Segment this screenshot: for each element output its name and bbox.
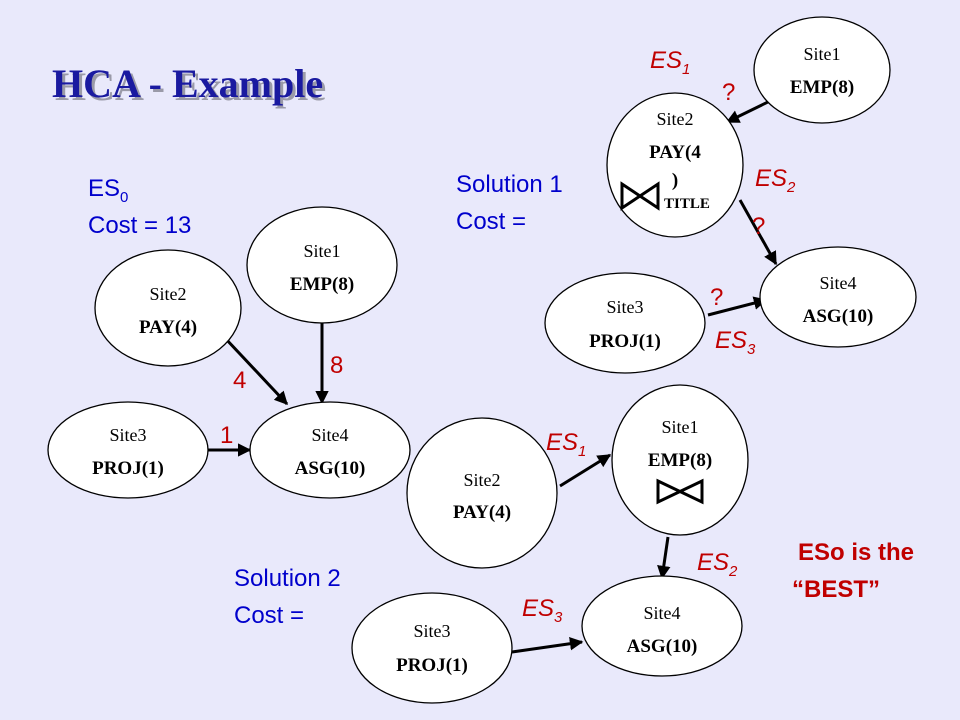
es0-node-site1: Site1 EMP(8): [246, 206, 398, 324]
node-relation-label: ASG(10): [803, 306, 874, 327]
node-site-label: Site2: [463, 470, 500, 490]
node-relation-label-cont: ): [672, 170, 678, 191]
sol1-edge-proj-to-asg: [707, 296, 768, 317]
page-title: HCA - Example: [52, 61, 323, 106]
solution1-label: Solution 1: [456, 171, 563, 198]
node-site-label: Site4: [819, 273, 856, 293]
node-site-label: Site3: [109, 425, 146, 445]
node-relation-label: PROJ(1): [396, 655, 468, 676]
node-site-label: Site1: [303, 241, 340, 261]
edge-pay-to-asg: [223, 336, 289, 406]
best-line2: “BEST”: [792, 576, 880, 603]
sol1-node-site4: Site4 ASG(10): [759, 246, 917, 348]
node-relation-label: ASG(10): [295, 458, 366, 479]
sol2-edge-pay-to-emp: [559, 453, 612, 488]
node-site-label: Site4: [643, 603, 680, 623]
node-site-label: Site1: [803, 44, 840, 64]
node-relation-label: EMP(8): [790, 77, 854, 98]
node-site-label: Site1: [661, 417, 698, 437]
edge-cost-pay: 4: [233, 367, 246, 394]
node-site-label: Site2: [656, 109, 693, 129]
node-relation-label: PROJ(1): [589, 331, 661, 352]
sol1-question-emp: ?: [722, 79, 735, 106]
node-site-label: Site3: [413, 621, 450, 641]
sol1-es1-label: ES1: [650, 47, 690, 78]
edge-cost-proj: 1: [220, 422, 233, 449]
node-relation-label: EMP(8): [290, 274, 354, 295]
node-relation-label: PAY(4): [453, 502, 511, 523]
node-relation-label: EMP(8): [648, 450, 712, 471]
sol1-question-pay: ?: [752, 213, 765, 240]
sol1-es3-label: ES3: [715, 327, 756, 358]
es0-cost: Cost = 13: [88, 212, 191, 239]
node-site-label: Site2: [149, 284, 186, 304]
solution2-cost: Cost =: [234, 602, 304, 629]
best-line1: ESo is the: [798, 539, 914, 566]
node-relation-label: PROJ(1): [92, 458, 164, 479]
sol2-node-site1: Site1 EMP(8): [611, 384, 749, 536]
node-site-label: Site4: [311, 425, 348, 445]
solution2-label: Solution 2: [234, 565, 341, 592]
solution1-cost: Cost =: [456, 208, 526, 235]
node-relation-label: PAY(4: [649, 142, 701, 163]
sol1-node-site2: Site2 PAY(4 ) TITLE: [606, 92, 744, 238]
join-icon: [620, 181, 660, 211]
sol2-edge-emp-to-asg: [657, 536, 671, 580]
sol1-edge-pay-to-asg: [738, 199, 778, 266]
es0-node-site4: Site4 ASG(10): [249, 401, 411, 499]
sol1-edge-emp-to-pay: [725, 98, 773, 124]
node-relation-label: PAY(4): [139, 317, 197, 338]
es0-node-site2: Site2 PAY(4): [94, 249, 242, 367]
es0-node-site3: Site3 PROJ(1): [47, 401, 209, 499]
sol2-node-site4: Site4 ASG(10): [581, 575, 743, 677]
sol1-node-site1: Site1 EMP(8): [753, 16, 891, 124]
sol2-edge-proj-to-asg: [511, 637, 584, 654]
sol2-es3-label: ES3: [522, 595, 563, 626]
page-title-shadow: HCA - Example: [55, 64, 326, 109]
sol2-es2-label: ES2: [697, 549, 738, 580]
sol1-es2-label: ES2: [755, 165, 796, 196]
es0-label: ES0: [88, 175, 128, 206]
sol2-node-site3: Site3 PROJ(1): [351, 592, 513, 704]
sol2-es1-label: ES1: [546, 429, 586, 460]
sol2-node-site2: Site2 PAY(4): [406, 417, 558, 569]
node-site-label: Site3: [606, 297, 643, 317]
node-relation-label: ASG(10): [627, 636, 698, 657]
join-attribute-label: TITLE: [664, 196, 710, 212]
edge-cost-emp: 8: [330, 352, 343, 379]
join-icon: [656, 478, 704, 505]
sol1-question-proj: ?: [710, 284, 723, 311]
sol1-node-site3: Site3 PROJ(1): [544, 272, 706, 374]
